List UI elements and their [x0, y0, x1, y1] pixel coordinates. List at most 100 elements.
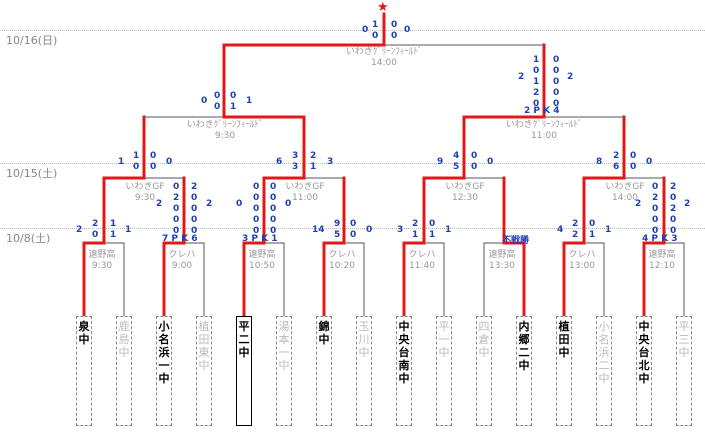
score-sf2-b1: 0	[553, 55, 560, 65]
date-label-mid: 10/15(土)	[6, 167, 58, 180]
score-r1-3-b3: 0	[270, 204, 277, 214]
score-sf1-right: 1	[246, 96, 253, 106]
team-box: 小名浜一中	[156, 316, 172, 426]
score-r1-8-a3: 0	[652, 204, 659, 214]
team-box: 玉川中	[356, 316, 372, 426]
score-sf2-a4: 2	[533, 88, 540, 98]
score-r1-3-a1: 0	[253, 182, 260, 192]
score-r1-3-b4: 0	[270, 215, 277, 225]
score-sf2-b3: 0	[553, 77, 560, 87]
team-box: 湯本一中	[276, 316, 292, 426]
score-r1-2-b5: 0	[191, 226, 198, 236]
score-r1-5-left: 3	[397, 225, 404, 235]
team-box: 四倉中	[476, 316, 492, 426]
score-r1-2-a5: 0	[173, 226, 180, 236]
score-final-half1-a: 1	[372, 20, 379, 30]
score-r1-5-a1: 2	[412, 219, 419, 229]
score-qf1-a1: 1	[133, 151, 140, 161]
score-r1-7-b2: 1	[589, 230, 596, 240]
team-box: 植田東中	[196, 316, 212, 426]
score-r1-3-b1: 0	[270, 182, 277, 192]
score-r1-8-left: 2	[635, 199, 642, 209]
score-qf1-left: 1	[118, 157, 125, 167]
score-final-half2-a: 0	[372, 31, 379, 41]
score-r1-7-a1: 2	[572, 219, 579, 229]
team-box: 内郷二中	[516, 316, 532, 426]
team-box: 平三中	[676, 316, 692, 426]
score-r1-2-left: 2	[156, 199, 163, 209]
score-qf2-right: 3	[327, 157, 334, 167]
score-qf1-b2: 0	[150, 162, 157, 172]
score-r1-3-a4: 0	[253, 215, 260, 225]
score-final-right: 0	[404, 25, 411, 35]
team-box: 泉中	[76, 316, 92, 426]
score-qf3-a1: 4	[453, 151, 460, 161]
score-qf4-a1: 2	[613, 151, 620, 161]
score-r1-4-a1: 9	[334, 219, 341, 229]
date-label-first: 10/8(土)	[6, 232, 51, 245]
score-r1-8-pk: 4 P K 3	[642, 234, 678, 244]
score-r1-3-pk: 3 P K 1	[242, 234, 278, 244]
team-box: 中央台北中	[636, 316, 652, 426]
score-r1-8-right: 2	[684, 199, 691, 209]
score-sf2-left: 2	[518, 72, 525, 82]
score-r1-7-a2: 2	[572, 230, 579, 240]
score-final-half1-b: 0	[391, 20, 398, 30]
score-r1-2-b2: 0	[191, 193, 198, 203]
score-r1-4-b1: 0	[350, 219, 357, 229]
score-r1-1-right: 1	[125, 225, 132, 235]
score-r1-7-left: 4	[557, 225, 564, 235]
date-separator-mid	[0, 163, 705, 164]
score-sf1-left: 0	[201, 96, 208, 106]
score-qf3-a2: 5	[453, 162, 460, 172]
score-sf2-a3: 1	[533, 77, 540, 87]
score-r1-8-a2: 2	[652, 193, 659, 203]
score-r1-2-pk: 7 P K 6	[162, 234, 198, 244]
score-qf1-b1: 0	[150, 151, 157, 161]
score-r1-5-right: 1	[445, 225, 452, 235]
score-r1-2-a2: 2	[173, 193, 180, 203]
team-box: 鹿島中	[116, 316, 132, 426]
score-qf1-a2: 0	[133, 162, 140, 172]
score-sf2-pk: 2 P K 4	[524, 106, 560, 116]
score-r1-3-a3: 0	[253, 204, 260, 214]
score-r1-2-a4: 0	[173, 215, 180, 225]
score-r1-8-b4: 0	[670, 215, 677, 225]
date-label-final: 10/16(日)	[6, 34, 58, 47]
score-r1-2-b3: 0	[191, 204, 198, 214]
score-qf4-left: 8	[596, 157, 603, 167]
score-sf2-b5: 0	[553, 99, 560, 109]
score-r1-3-b5: 0	[270, 226, 277, 236]
score-r1-1-a2: 0	[92, 230, 99, 240]
score-qf3-right: 0	[487, 157, 494, 167]
score-r1-8-b5: 0	[670, 226, 677, 236]
score-r1-3-left: 0	[236, 199, 243, 209]
score-qf2-b2: 1	[310, 162, 317, 172]
score-qf2-b1: 2	[310, 151, 317, 161]
walkover-note: 不戦勝	[502, 236, 530, 246]
score-sf1-half1-b: 0	[230, 91, 237, 101]
score-r1-2-b4: 0	[191, 215, 198, 225]
score-sf2-b2: 0	[553, 66, 560, 76]
score-sf2-right: 2	[567, 72, 574, 82]
score-r1-1-b1: 1	[110, 219, 117, 229]
score-final-left: 0	[362, 25, 369, 35]
score-r1-8-b1: 2	[670, 182, 677, 192]
score-qf2-a1: 3	[292, 151, 299, 161]
score-sf1-half2-b: 1	[230, 102, 237, 112]
team-box: 小名浜二中	[596, 316, 612, 426]
score-qf4-b2: 0	[630, 162, 637, 172]
score-qf3-left: 9	[437, 157, 444, 167]
score-r1-4-b2: 0	[350, 230, 357, 240]
score-r1-1-left: 2	[76, 225, 83, 235]
